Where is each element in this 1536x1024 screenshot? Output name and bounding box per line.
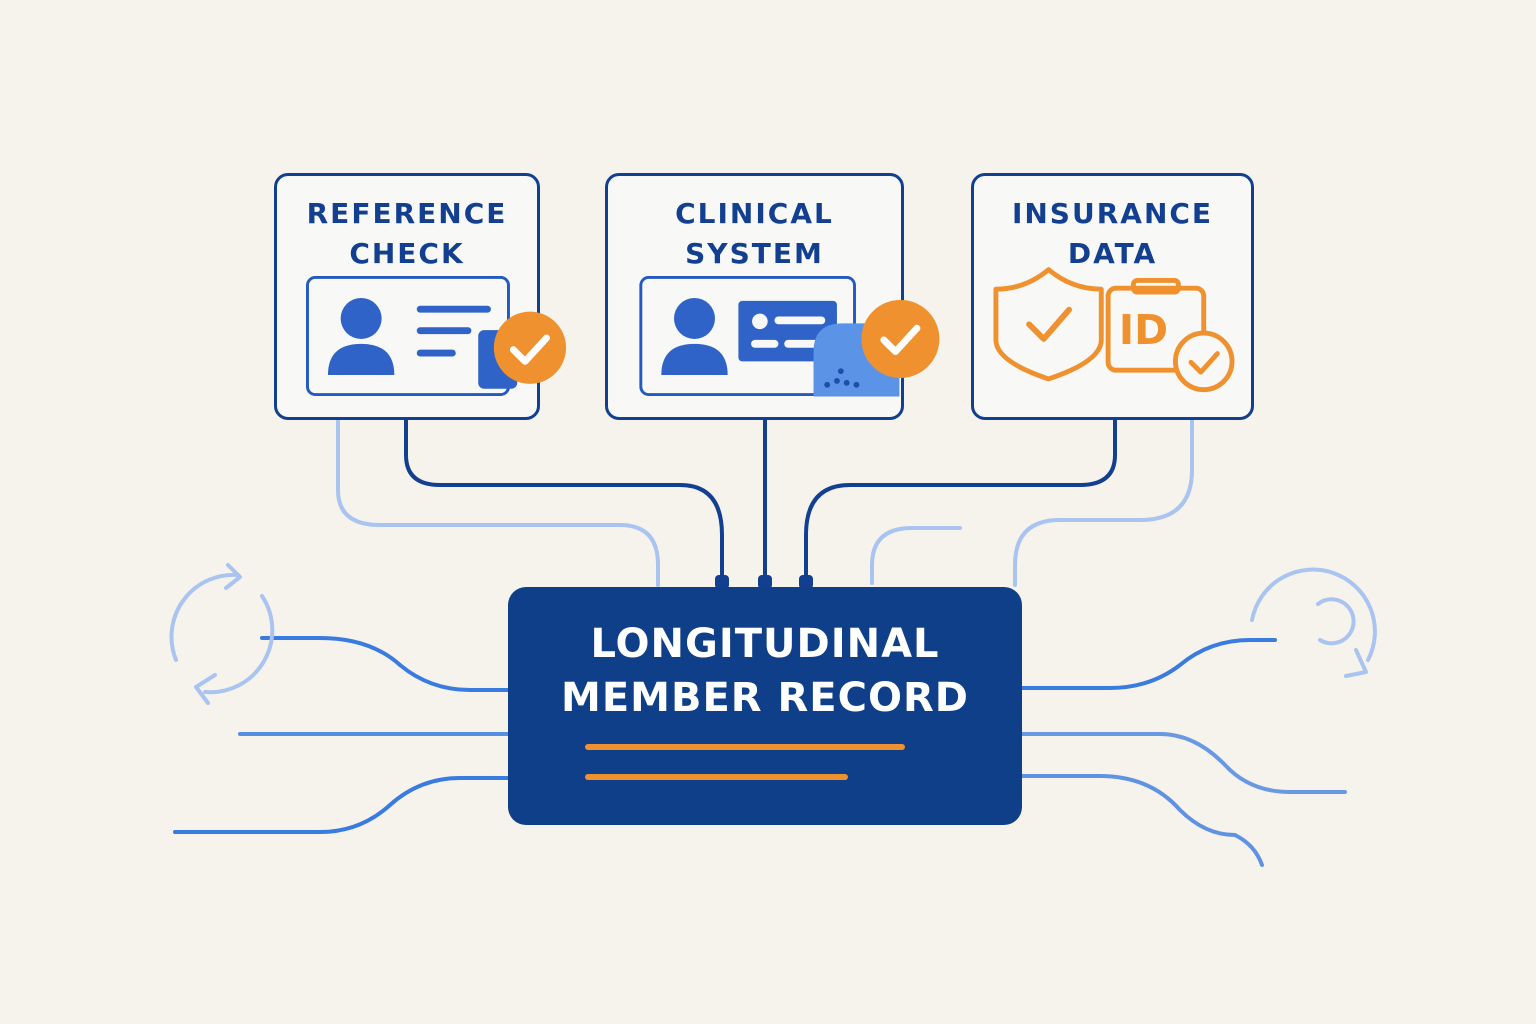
connector-plug bbox=[758, 575, 772, 589]
id-badge-text: ID bbox=[1119, 306, 1168, 354]
hub-title: LONGITUDINAL MEMBER RECORD bbox=[561, 621, 969, 721]
card-title: CLINICAL SYSTEM bbox=[675, 197, 834, 270]
clinical-system-card: CLINICAL SYSTEM bbox=[605, 173, 940, 420]
faint-link-reference bbox=[336, 418, 660, 587]
sync-arrows-icon bbox=[1250, 567, 1377, 678]
link-reference-check bbox=[404, 413, 724, 580]
stream-right-2 bbox=[1020, 732, 1347, 794]
card-title: REFERENCE CHECK bbox=[306, 197, 508, 270]
stream-right-3 bbox=[1020, 774, 1264, 867]
hub-accent-bar bbox=[585, 774, 848, 780]
sync-arrows-icon bbox=[169, 563, 275, 705]
insurance-data-card: INSURANCE DATA ID bbox=[971, 173, 1254, 420]
reference-check-card: REFERENCE CHECK bbox=[274, 173, 567, 420]
connector-plug bbox=[715, 575, 729, 589]
faint-link-insurance bbox=[1013, 418, 1194, 587]
clinical-card-check-icon bbox=[639, 276, 940, 397]
stream-left-3 bbox=[173, 776, 512, 834]
longitudinal-member-record-hub: LONGITUDINAL MEMBER RECORD bbox=[508, 587, 1022, 825]
hub-accent-bar bbox=[585, 744, 905, 750]
connector-plug bbox=[799, 575, 813, 589]
shield-id-check-icon: ID bbox=[993, 267, 1235, 393]
stream-right-1 bbox=[1020, 638, 1277, 690]
stream-left-1 bbox=[260, 636, 512, 692]
id-card-check-icon bbox=[306, 276, 567, 397]
card-title: INSURANCE DATA bbox=[1011, 197, 1214, 270]
faint-link-insurance-inner bbox=[870, 526, 962, 585]
link-insurance-data bbox=[804, 413, 1117, 580]
